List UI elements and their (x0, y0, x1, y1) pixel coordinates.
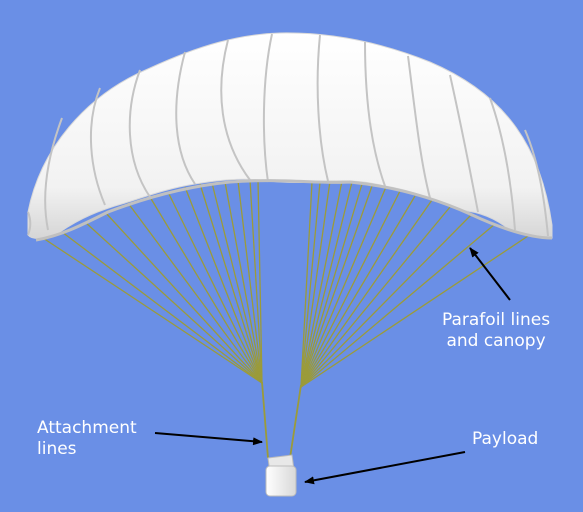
suspension-line (249, 179, 263, 384)
suspension-line (199, 183, 263, 384)
payload-label: Payload (472, 429, 538, 450)
arrow-attachment (154, 432, 263, 446)
arrow-parafoil (469, 247, 511, 301)
suspension-line (184, 186, 263, 384)
suspension-line (300, 183, 363, 388)
suspension-line (84, 221, 263, 384)
suspension-line (149, 196, 263, 384)
suspension-line (300, 235, 529, 388)
suspension-line (300, 181, 321, 388)
suspension-line (104, 211, 263, 384)
suspension-line (300, 180, 343, 388)
attachment-label: Attachment lines (37, 418, 137, 460)
suspension-line (300, 199, 433, 388)
parafoil-label-line1: Parafoil lines (442, 310, 551, 330)
suspension-line (211, 182, 263, 384)
suspension-line (300, 206, 451, 388)
suspension-line (300, 180, 331, 388)
suspension-line (237, 180, 263, 384)
suspension-line (300, 181, 353, 388)
payload-label-text: Payload (472, 429, 539, 449)
attachment-lines (261, 381, 302, 459)
suspension-line (257, 179, 263, 384)
suspension-line (300, 213, 473, 388)
arrow-payload (304, 451, 466, 485)
suspension-line (300, 185, 373, 388)
canopy-ribs (27, 33, 549, 237)
suspension-line (127, 202, 263, 384)
suspension-line (300, 190, 401, 388)
suspension-line (167, 191, 263, 384)
parafoil-label-line2: and canopy (446, 331, 546, 351)
suspension-line (224, 181, 263, 384)
parafoil-label: Parafoil lines and canopy (442, 310, 550, 352)
canopy (27, 32, 553, 242)
payload-box (265, 454, 297, 497)
suspension-line (300, 186, 387, 388)
suspension-line (61, 231, 263, 384)
attachment-label-line1: Attachment (37, 418, 137, 438)
suspension-line (300, 223, 496, 388)
suspension-line (300, 181, 313, 388)
parafoil-lines (39, 179, 529, 388)
suspension-line (300, 195, 416, 388)
attachment-label-line2: lines (37, 439, 77, 459)
suspension-line (39, 235, 263, 384)
